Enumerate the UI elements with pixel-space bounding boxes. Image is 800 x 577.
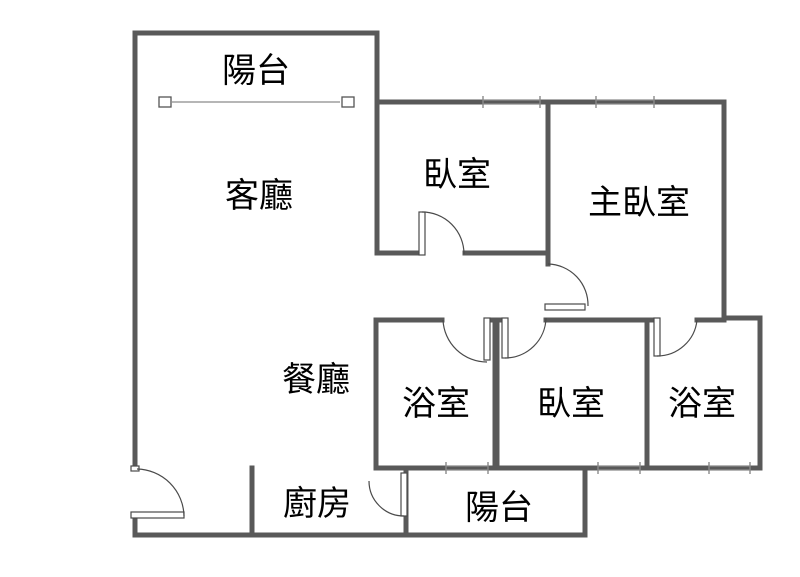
label-dining-room: 餐廳: [282, 360, 350, 400]
label-master-bedroom: 主臥室: [588, 183, 690, 223]
window-bedroom-north: [482, 96, 541, 108]
door-entrance: [130, 465, 185, 519]
door-balcony-south: [368, 472, 408, 517]
label-living-room: 客廳: [225, 176, 293, 216]
window-bathroom-west: [445, 462, 489, 474]
window-master-bedroom: [595, 96, 655, 108]
door-master-bedroom: [544, 263, 589, 311]
room-labels: 陽台 客廳 臥室 主臥室 餐廳 浴室 臥室 浴室 廚房 陽台: [222, 51, 736, 528]
label-bathroom-east: 浴室: [668, 384, 736, 424]
window-bedroom-middle: [597, 462, 641, 474]
bedroom-middle-wall: [494, 317, 650, 471]
windows: [445, 96, 751, 474]
label-balcony-north: 陽台: [222, 51, 290, 91]
label-balcony-south: 陽台: [465, 488, 533, 528]
door-bathroom-east: [653, 317, 698, 357]
post-right: [341, 96, 355, 108]
outer-wall: [132, 30, 763, 538]
window-bathroom-east: [708, 462, 751, 474]
door-bedroom-north: [418, 211, 465, 256]
walls: [132, 30, 763, 538]
label-bathroom-west: 浴室: [402, 384, 470, 424]
post-left: [158, 96, 172, 108]
label-bedroom-middle: 臥室: [537, 384, 605, 424]
label-bedroom-north: 臥室: [423, 155, 491, 195]
balcony-opening: [158, 96, 355, 108]
label-kitchen: 廚房: [283, 484, 351, 524]
bathroom-west-wall: [373, 317, 498, 471]
door-bedroom-middle: [501, 317, 547, 359]
doors: [130, 211, 698, 519]
door-bathroom-west: [442, 317, 491, 363]
